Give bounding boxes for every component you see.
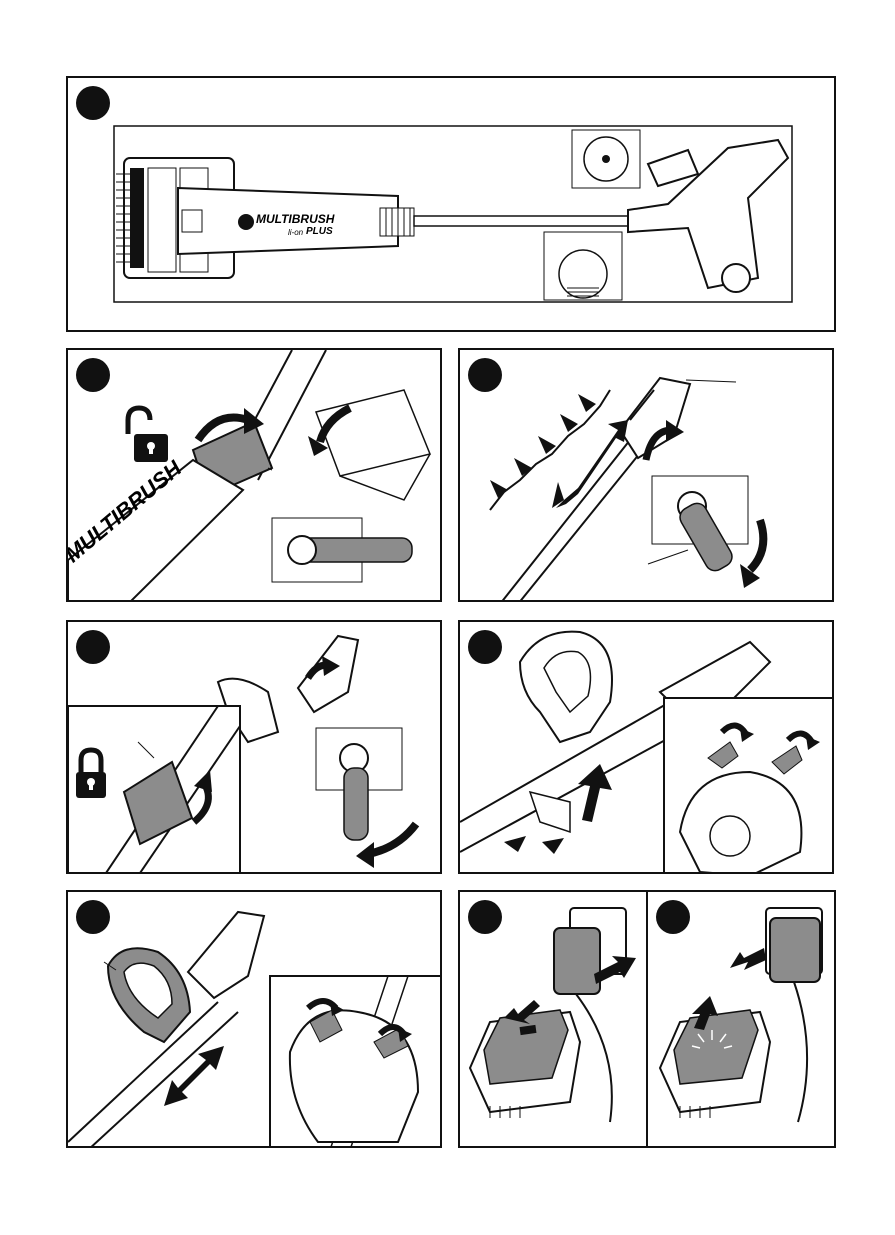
panel-attach-handle xyxy=(458,620,834,874)
brand-plus: PLUS xyxy=(306,226,333,237)
panel-unlock: MULTIBRUSH xyxy=(66,348,442,602)
panel-product-overview: MULTIBRUSH li-on PLUS xyxy=(66,76,836,332)
panel-charger-unplug xyxy=(646,890,836,1148)
charger-plug-in-illustration xyxy=(460,892,648,1148)
unlock-illustration xyxy=(68,350,442,602)
brand-sub: li-on xyxy=(288,228,303,237)
panel-adjust-handle xyxy=(66,890,442,1148)
lock-illustration xyxy=(68,622,442,874)
panel-lock xyxy=(66,620,442,874)
charger-unplug-illustration xyxy=(648,892,836,1148)
extend-illustration xyxy=(460,350,834,602)
attach-handle-illustration xyxy=(460,622,834,874)
panel-extend xyxy=(458,348,834,602)
panel-charger-plug-in xyxy=(458,890,648,1148)
product-overview-illustration xyxy=(68,78,836,332)
unlock-icon xyxy=(128,408,168,462)
adjust-handle-illustration xyxy=(68,892,442,1148)
brand-name: MULTIBRUSH xyxy=(256,212,334,226)
